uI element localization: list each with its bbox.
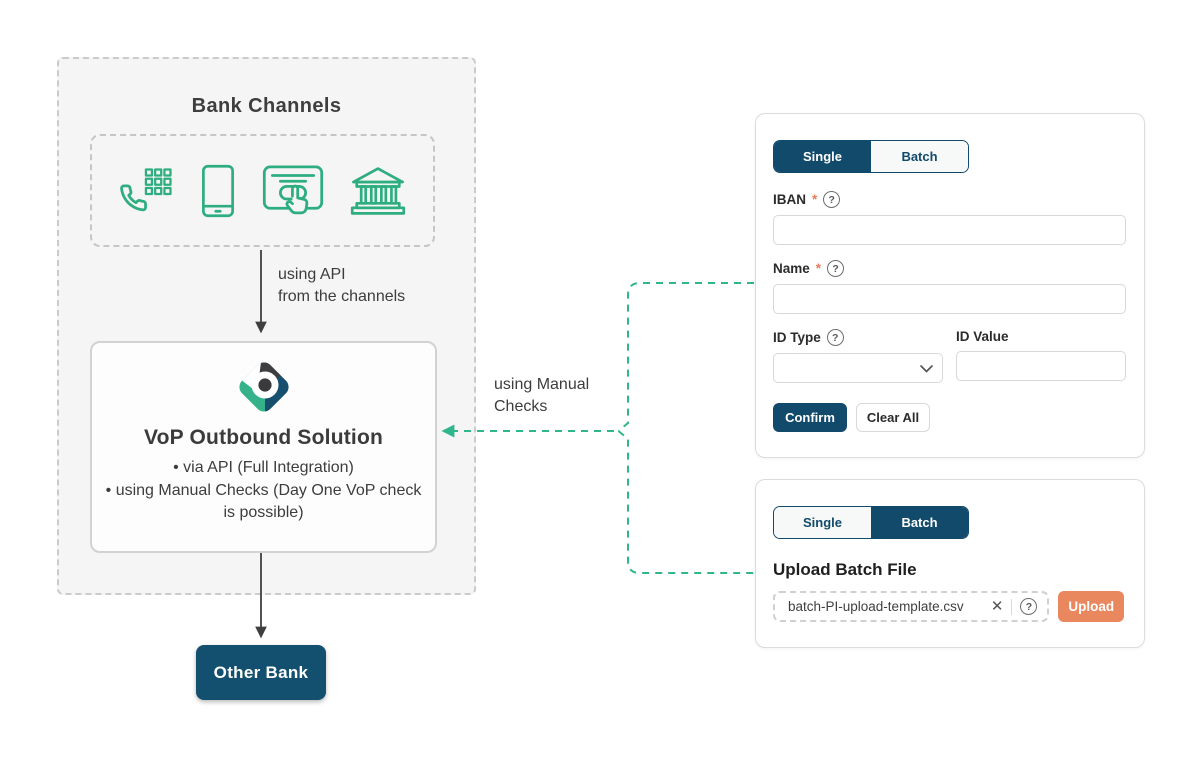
vop-bullet: using Manual Checks (Day One VoP check i… <box>102 480 425 525</box>
name-label: Name * ? <box>773 260 1124 277</box>
batch-upload-panel: Single Batch Upload Batch File batch-PI-… <box>755 479 1145 648</box>
vop-outbound-box: VoP Outbound Solution via API (Full Inte… <box>90 341 437 553</box>
close-icon[interactable]: ✕ <box>990 598 1004 615</box>
help-icon[interactable]: ? <box>1020 598 1038 615</box>
single-verify-panel: Single Batch IBAN * ? Name * ? ID Type ? <box>755 113 1145 458</box>
bank-channels-title: Bank Channels <box>191 95 342 117</box>
chevron-down-icon <box>920 365 933 373</box>
confirm-button[interactable]: Confirm <box>773 403 847 432</box>
clear-all-button[interactable]: Clear All <box>856 403 930 432</box>
vop-title: VoP Outbound Solution <box>143 426 384 449</box>
channel-icons-box <box>90 134 435 247</box>
required-marker: * <box>812 192 818 207</box>
online-banking-icon <box>262 165 323 214</box>
smartphone-icon <box>202 164 235 217</box>
upload-button[interactable]: Upload <box>1058 591 1124 622</box>
tab-single[interactable]: Single <box>774 141 871 172</box>
name-input[interactable] <box>773 284 1126 314</box>
bank-icon <box>351 166 406 215</box>
iban-input[interactable] <box>773 215 1126 245</box>
manual-checks-bracket <box>617 282 754 574</box>
other-bank-node: Other Bank <box>196 645 326 700</box>
using-api-label: using API from the channels <box>278 266 406 306</box>
tab-batch[interactable]: Batch <box>871 507 968 538</box>
using-manual-checks-label: using Manual Checks <box>494 376 590 416</box>
vop-bullet-list: via API (Full Integration) using Manual … <box>92 457 435 525</box>
help-icon[interactable]: ? <box>827 260 845 277</box>
required-marker: * <box>815 261 822 276</box>
id-value-input[interactable] <box>956 351 1126 381</box>
help-icon[interactable]: ? <box>826 329 844 346</box>
divider <box>1011 598 1013 615</box>
bank-channels-container: Bank Channels <box>57 57 476 595</box>
vop-logo-icon <box>235 358 292 416</box>
iban-label: IBAN * ? <box>773 191 1124 208</box>
file-name: batch-PI-upload-template.csv <box>788 599 964 614</box>
upload-batch-heading: Upload Batch File <box>773 560 917 579</box>
id-type-label: ID Type ? <box>773 329 943 346</box>
file-dropzone[interactable]: batch-PI-upload-template.csv ✕ ? <box>773 591 1050 622</box>
help-icon[interactable]: ? <box>823 191 841 208</box>
tab-single[interactable]: Single <box>774 507 871 538</box>
mode-tabs: Single Batch <box>773 506 969 539</box>
id-type-select[interactable] <box>773 353 943 383</box>
tab-batch[interactable]: Batch <box>871 141 968 172</box>
vop-bullet: via API (Full Integration) <box>102 457 425 480</box>
id-value-label: ID Value <box>956 329 1009 344</box>
phone-keypad-icon <box>119 167 172 211</box>
mode-tabs: Single Batch <box>773 140 969 173</box>
